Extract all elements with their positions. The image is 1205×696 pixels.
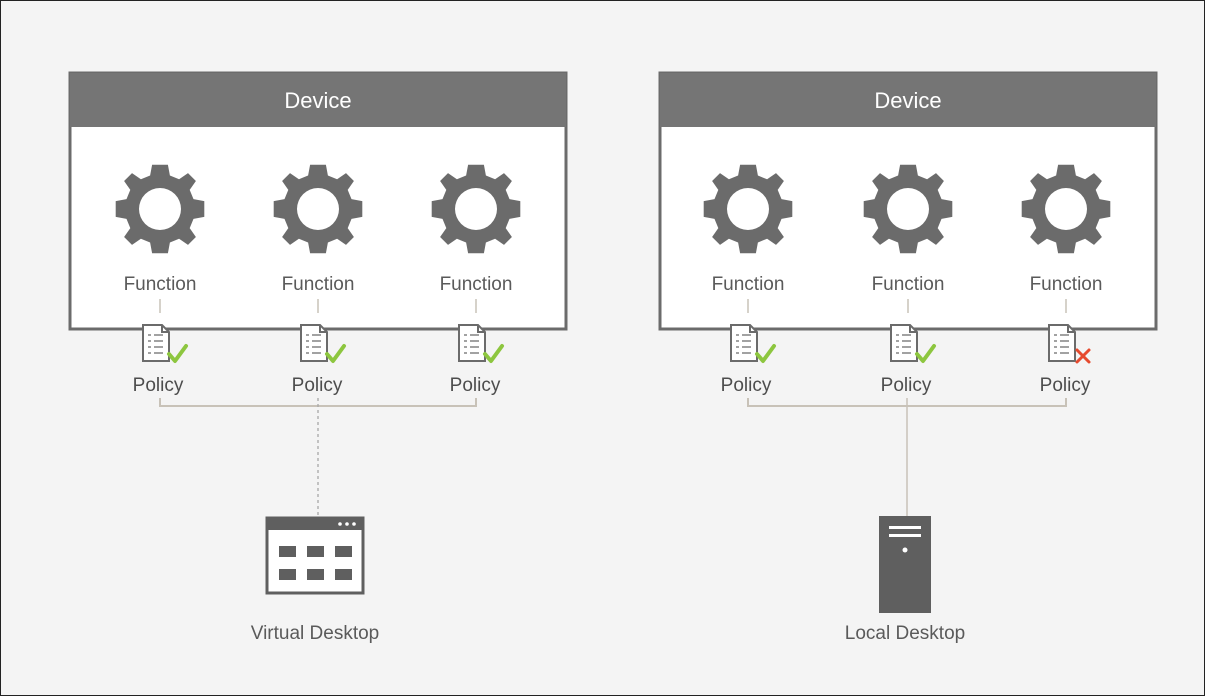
policy-document-icon bbox=[458, 324, 486, 362]
device-title: Device bbox=[874, 88, 941, 113]
check-icon bbox=[167, 344, 188, 363]
policy-document-icon bbox=[890, 324, 918, 362]
function-label: Function bbox=[1030, 274, 1103, 295]
policy-label: Policy bbox=[450, 375, 501, 396]
policy-label: Policy bbox=[1040, 375, 1091, 396]
check-icon bbox=[915, 344, 936, 363]
policy-document-icon bbox=[730, 324, 758, 362]
device-header bbox=[70, 73, 566, 127]
policy-document-icon bbox=[300, 324, 328, 362]
check-icon bbox=[755, 344, 776, 363]
cross-icon bbox=[1075, 348, 1091, 364]
function-label: Function bbox=[282, 274, 355, 295]
policy-document-icon bbox=[142, 324, 170, 362]
policy-label: Policy bbox=[881, 375, 932, 396]
policy-label: Policy bbox=[292, 375, 343, 396]
right-panel: Device Function Policy Function Policy F… bbox=[658, 71, 1158, 644]
function-label: Function bbox=[124, 274, 197, 295]
check-icon bbox=[483, 344, 504, 363]
policy-document-icon bbox=[1048, 324, 1076, 362]
virtual-desktop-label: Virtual Desktop bbox=[251, 623, 380, 644]
policy-label: Policy bbox=[721, 375, 772, 396]
browser-window-icon bbox=[265, 516, 365, 595]
policy-label: Policy bbox=[133, 375, 184, 396]
check-icon bbox=[325, 344, 346, 363]
function-label: Function bbox=[440, 274, 513, 295]
local-desktop-label: Local Desktop bbox=[845, 623, 965, 644]
server-tower-icon bbox=[879, 516, 931, 613]
device-title: Device bbox=[284, 88, 351, 113]
function-label: Function bbox=[872, 274, 945, 295]
device-header bbox=[660, 73, 1156, 127]
left-panel: Device Function Policy Function Policy F… bbox=[68, 71, 568, 644]
function-label: Function bbox=[712, 274, 785, 295]
